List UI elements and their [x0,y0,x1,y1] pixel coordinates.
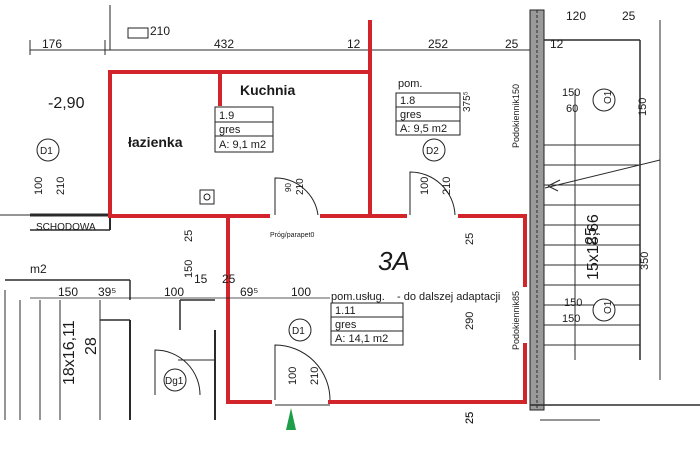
room-area-bathroom: A: 9,1 m2 [219,139,266,151]
dim-mid-6: 100 [291,285,311,299]
room-floor-service: gres [335,319,357,331]
entrance-arrow [286,408,296,430]
dim-v-13: 100 [287,367,299,385]
dim-mid-1: 39⁵ [98,285,116,299]
door-markers: D1 D2 D1 Dg1 O1 O1 [36,88,616,392]
dim-v-4: 100 [419,177,431,195]
door-swings [109,5,456,401]
dimensions-mid: 150 39⁵ 100 15 25 69⁵ 100 [30,272,330,299]
door-label-dg1: Dg1 [165,376,184,387]
door-label-d1a: D1 [40,146,53,157]
dim-v-18: 375⁵ [462,91,473,112]
door-swing-kitchen [274,177,319,216]
room-box-bathroom: 1.9 gres A: 9,1 m2 [214,106,274,153]
door-label-d1b: D1 [292,326,305,337]
level-label: -2,90 [48,95,85,112]
room-number-pom18: 1.8 [400,95,415,107]
dim-v-8: 25 [183,230,195,242]
note-podokiennik-85: Podokiennik85 [511,291,521,350]
dim-v-7: 150 [183,260,195,278]
dim-top-1: 210 [150,24,170,38]
note-prog: Próg/parapet0 [270,232,314,239]
dim-top-5: 25 [505,37,519,51]
door-swing-pom18 [409,171,456,216]
dim-v-23: m2 [30,262,47,276]
dim-mid-4: 25 [222,272,236,286]
dim-v-3: 210 [295,178,306,195]
dim-v-2: 90 [284,183,293,192]
dim-top-4: 252 [428,37,448,51]
door-label-o1a: O1 [603,90,614,104]
dim-mid-2: 100 [164,285,184,299]
dim-v-17: 150 [564,297,582,309]
label-kuchnia: Kuchnia [240,82,295,98]
stair-label-left: 18x16,11 [61,320,78,385]
door-swing-dg1 [154,349,201,396]
room-note-service: - do dalszej adaptacji [397,291,500,303]
label-lazienka: łazienka [128,134,183,150]
dim-v-11: 350 [639,252,651,270]
dim-v-6: 25 [464,233,476,245]
dim-mid-0: 150 [58,285,78,299]
room-box-service: pom.usług. - do dalszej adaptacji 1.11 g… [330,291,500,346]
room-number-bathroom: 1.9 [219,110,234,122]
room-area-pom18: A: 9,5 m2 [400,123,447,135]
dim-top-0: 176 [42,37,62,51]
room-floor-pom18: gres [400,109,422,121]
dim-top-7: 120 [566,9,586,23]
dim-v-10: 25 [464,412,476,424]
unit-label: 3A [378,246,410,276]
dim-v-9: 290 [464,312,476,330]
room-floor-bathroom: gres [219,124,241,136]
dim-v-19: 150 [562,87,580,99]
dim-v-20: 60 [566,103,578,115]
note-podokiennik-150: Podokiennik150 [511,84,521,148]
room-number-service: 1.11 [335,305,356,317]
dimensions-top: 176 210 432 12 252 25 12 120 25 [42,9,636,51]
room-box-pom18: pom. 1.8 gres A: 9,5 m2 [395,78,461,136]
dim-top-2: 432 [214,37,234,51]
dim-mid-3: 15 [194,272,208,286]
dim-mid-5: 69⁵ [240,285,258,299]
dim-top-8: 25 [622,9,636,23]
stair-label-right: 15x18,66 [585,214,602,280]
dim-v-22: 150 [562,313,580,325]
new-walls [108,20,527,404]
dim-v-5: 210 [441,177,453,195]
schodowa-label: SCHODOWA [36,222,96,233]
room-name-service: pom.usług. [331,291,385,303]
dim-v-21: 150 [637,98,649,116]
door-swing-service [274,344,331,401]
dimensions-vertical: 100 210 90 210 100 210 25 150 25 290 25 … [30,87,651,424]
dim-v-15: 28 [83,337,100,355]
dim-top-3: 12 [347,37,361,51]
door-label-o1b: O1 [603,300,614,314]
dim-top-6: 12 [550,37,564,51]
dim-v-0: 100 [33,177,45,195]
door-label-d2: D2 [426,146,439,157]
dim-v-14: 210 [309,367,321,385]
dim-v-12: 25 [583,227,600,245]
room-prefix-pom18: pom. [398,78,422,90]
dim-v-16: 25 [464,412,476,424]
room-area-service: A: 14,1 m2 [335,333,388,345]
dim-v-1: 210 [55,177,67,195]
